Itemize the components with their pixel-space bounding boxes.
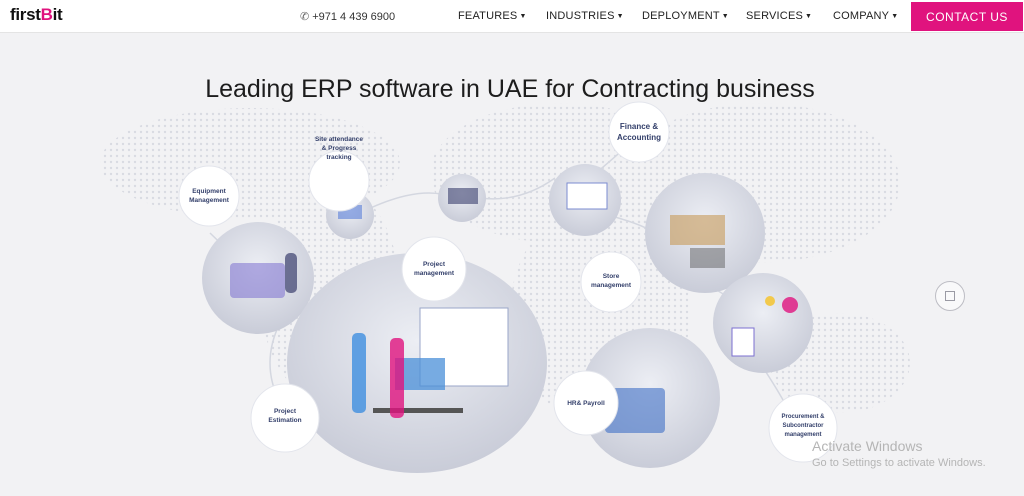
- equipment-circle: [178, 165, 240, 227]
- menu-industries[interactable]: INDUSTRIES▼: [546, 10, 624, 22]
- feature-site-attendance[interactable]: Site attendance & Progress tracking: [314, 136, 364, 161]
- caret-down-icon: ▼: [891, 13, 899, 20]
- menu-company[interactable]: COMPANY▼: [833, 10, 899, 22]
- finance-circle: [608, 101, 670, 163]
- feature-procurement[interactable]: Procurement & Subcontractor management: [781, 414, 825, 438]
- hero-section: Leading ERP software in UAE for Contract…: [0, 33, 1024, 496]
- caret-down-icon: ▼: [721, 13, 729, 20]
- feature-finance[interactable]: Finance & Accounting: [617, 122, 661, 142]
- menu-deployment[interactable]: DEPLOYMENT▼: [642, 10, 729, 22]
- menu-services[interactable]: SERVICES▼: [746, 10, 813, 22]
- feature-map-illustration: [100, 101, 910, 473]
- feature-store[interactable]: Store management: [590, 273, 632, 289]
- illustration-accents: [230, 182, 798, 433]
- caret-down-icon: ▼: [519, 13, 527, 20]
- hr-payroll-circle: [553, 370, 619, 436]
- windows-activation-watermark: Activate Windows Go to Settings to activ…: [812, 438, 986, 469]
- slider-control-button[interactable]: [935, 281, 965, 311]
- procurement-bubble: [713, 273, 813, 373]
- project-management-circle: [401, 236, 467, 302]
- feature-equipment[interactable]: Equipment Management: [189, 188, 229, 204]
- logo-accent: B: [40, 5, 53, 24]
- feature-project-management[interactable]: Project management: [413, 261, 455, 277]
- menu-features[interactable]: FEATURES▼: [458, 10, 527, 22]
- top-navigation: firstBit ✆+971 4 439 6900 FEATURES▼ INDU…: [0, 0, 1024, 33]
- contact-us-button[interactable]: CONTACT US: [911, 2, 1023, 31]
- feature-project-estimation[interactable]: Project Estimation: [268, 408, 302, 424]
- procurement-circle: [768, 393, 838, 463]
- firstbit-logo[interactable]: firstBit: [10, 5, 63, 24]
- caret-down-icon: ▼: [616, 13, 624, 20]
- page-title: Leading ERP software in UAE for Contract…: [205, 75, 815, 103]
- feature-hr-payroll[interactable]: HR& Payroll: [567, 400, 605, 407]
- square-icon: [945, 291, 955, 301]
- site-attendance-circle: [308, 150, 370, 212]
- phone-icon: ✆: [300, 11, 310, 23]
- phone-link[interactable]: ✆+971 4 439 6900: [300, 11, 396, 23]
- store-circle: [580, 251, 642, 313]
- caret-down-icon: ▼: [805, 13, 813, 20]
- project-estimation-circle: [250, 383, 320, 453]
